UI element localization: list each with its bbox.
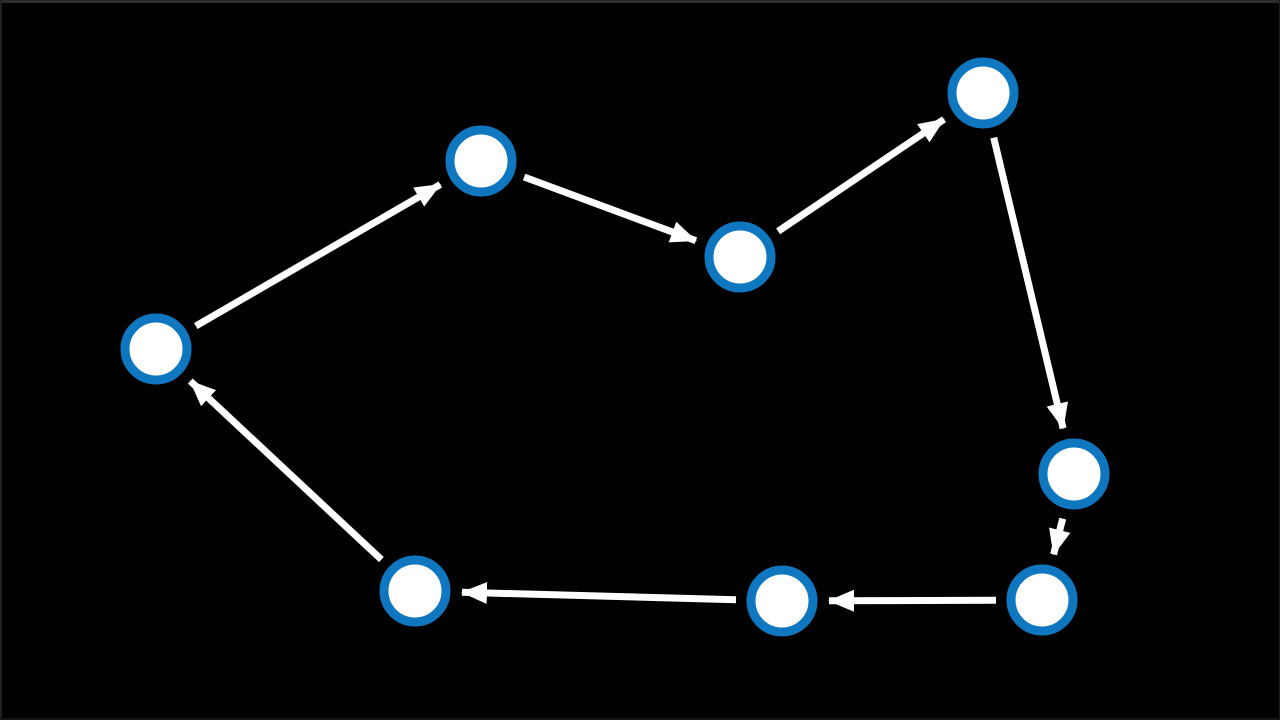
edge-arrow-bottom-left-to-left: [187, 378, 384, 563]
graph-node-left: [120, 313, 192, 385]
graph-node-right: [1038, 438, 1110, 510]
edge-arrow-right-to-bottom-right: [1049, 517, 1071, 556]
edge-arrow-top-right-to-right: [990, 136, 1068, 430]
edge-arrow-bottom-middle-to-bottom-left: [461, 581, 737, 604]
graph-node-bottom-right: [1006, 564, 1078, 636]
graph-node-top-middle: [704, 221, 776, 293]
frame-left-edge: [0, 0, 2, 720]
edges-layer: [187, 116, 1071, 612]
edge-arrow-top-middle-to-top-right: [776, 116, 946, 235]
frame-top-edge: [0, 0, 1280, 3]
graph-node-upper-left: [445, 125, 517, 197]
frame-bottom-edge: [0, 718, 1280, 720]
graph-node-top-right: [947, 57, 1019, 129]
edge-arrow-upper-left-to-top-middle: [522, 173, 698, 244]
nodes-layer: [120, 57, 1110, 637]
edge-arrow-left-to-upper-left: [194, 181, 443, 330]
graph-node-bottom-middle: [746, 565, 818, 637]
graph-node-bottom-left: [379, 555, 451, 627]
edge-arrow-bottom-right-to-bottom-middle: [828, 589, 997, 612]
